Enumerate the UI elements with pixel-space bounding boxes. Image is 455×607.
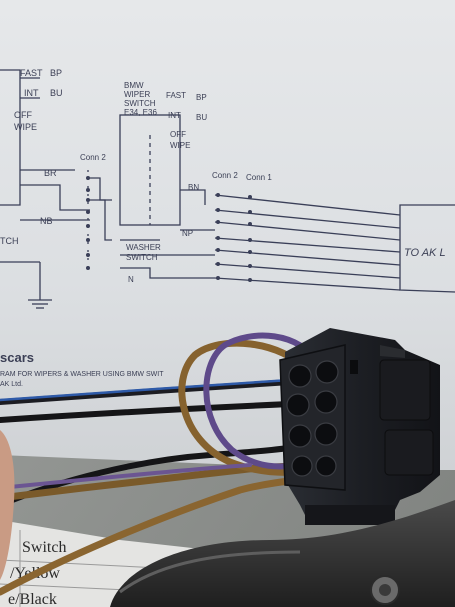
label-off-left: OFF — [14, 110, 32, 120]
bmw-n: N — [128, 275, 134, 284]
blue-wire — [0, 378, 292, 402]
caption-small: AK Ltd. — [0, 381, 23, 388]
bmw-washer1: WASHER — [126, 243, 161, 252]
label-tch-left: TCH — [0, 236, 19, 246]
bmw-bu: BU — [196, 113, 207, 122]
label-to-ak: TO AK L — [404, 247, 446, 259]
label-bu-left: BU — [50, 88, 63, 98]
bmw-np: NP — [182, 229, 193, 238]
brown-wire-loop — [178, 339, 319, 476]
label-fast-left: FAST — [20, 68, 43, 78]
bmw-bn: BN — [188, 183, 199, 192]
bmw-bp: BP — [196, 93, 207, 102]
label-int-left: INT — [24, 88, 39, 98]
connector-plug — [279, 328, 440, 525]
bmw-off: OFF — [170, 130, 186, 139]
black-wire-lower — [0, 443, 303, 508]
bmw-wipe: WIPE — [170, 141, 190, 150]
schematic-lines — [0, 69, 455, 309]
label-bp-left: BP — [50, 68, 62, 78]
bmw-line2: WIPER — [124, 90, 150, 99]
bmw-line3: SWITCH — [124, 99, 156, 108]
finger — [0, 430, 15, 580]
doc-row-3: e/Black — [8, 591, 57, 607]
schematic-labels: FAST BP INT BU OFF WIPE BR NB TCH Conn 2… — [0, 68, 446, 388]
bmw-washer2: SWITCH — [126, 253, 158, 262]
label-br-left: BR — [44, 168, 57, 178]
bmw-fast: FAST — [166, 91, 186, 100]
label-conn-left: Conn 2 — [80, 153, 106, 162]
bmw-line1: BMW — [124, 81, 144, 90]
black-wire-upper — [0, 401, 293, 423]
caption-subtitle: RAM FOR WIPERS & WASHER USING BMW SWIT — [0, 371, 164, 378]
bmw-int: INT — [168, 111, 181, 120]
caption-title: scars — [0, 350, 34, 365]
label-wipe-left: WIPE — [14, 122, 37, 132]
purple-wire-loop — [203, 332, 323, 470]
purple-wire-left — [0, 463, 252, 490]
terminal-dots — [86, 176, 252, 282]
label-conn1: Conn 1 — [246, 173, 272, 182]
label-nb-left: NB — [40, 216, 53, 226]
doc-row-1: Switch — [22, 539, 66, 556]
connector-cavities — [286, 360, 339, 477]
pliers-tool — [110, 500, 455, 607]
label-conn2: Conn 2 — [212, 171, 238, 180]
bmw-line4: E34, E36 — [124, 108, 157, 117]
